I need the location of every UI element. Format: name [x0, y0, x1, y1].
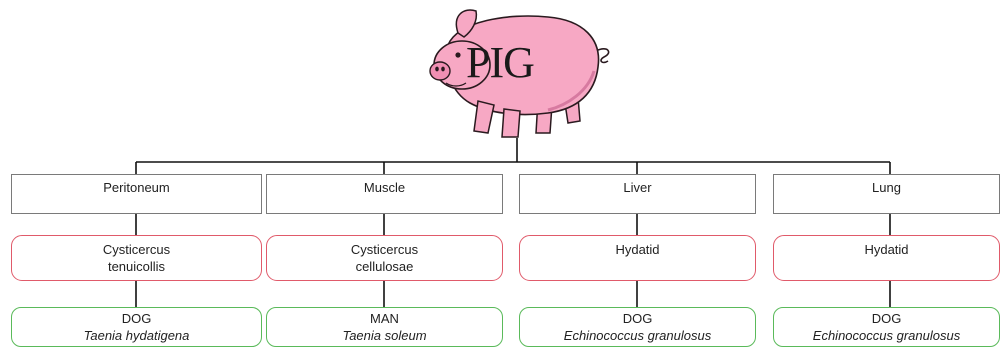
host-label: MAN [370, 311, 399, 326]
larva-label-line2: tenuicollis [107, 259, 166, 274]
host-label: DOG [871, 311, 902, 326]
host-box-muscle: MAN Taenia soleum [266, 307, 503, 347]
organ-box-liver: Liver [519, 174, 756, 214]
larva-label-line1: Hydatid [615, 242, 660, 257]
larva-label-line1: Hydatid [864, 242, 909, 257]
organ-label: Liver [623, 180, 652, 195]
larva-label-line1: Cysticercus [350, 242, 419, 257]
organ-box-muscle: Muscle [266, 174, 503, 214]
organ-box-peritoneum: Peritoneum [11, 174, 262, 214]
adult-species-label: Taenia hydatigena [83, 328, 190, 343]
organ-label: Muscle [363, 180, 406, 195]
adult-species-label: Echinococcus granulosus [563, 328, 712, 343]
larva-box-lung: Hydatid [773, 235, 1000, 281]
host-box-liver: DOG Echinococcus granulosus [519, 307, 756, 347]
pig-title: PIG [466, 38, 535, 87]
adult-species-label: Echinococcus granulosus [812, 328, 961, 343]
pig-illustration [418, 5, 618, 150]
host-box-lung: DOG Echinococcus granulosus [773, 307, 1000, 347]
larva-label-line2: cellulosae [355, 259, 414, 274]
host-label: DOG [121, 311, 152, 326]
host-label: DOG [622, 311, 653, 326]
organ-box-lung: Lung [773, 174, 1000, 214]
larva-box-peritoneum: Cysticercus tenuicollis [11, 235, 262, 281]
organ-label: Peritoneum [103, 180, 170, 195]
larva-box-liver: Hydatid [519, 235, 756, 281]
organ-label: Lung [872, 180, 901, 195]
adult-species-label: Taenia soleum [342, 328, 427, 343]
host-box-peritoneum: DOG Taenia hydatigena [11, 307, 262, 347]
larva-label-line1: Cysticercus [102, 242, 171, 257]
larva-box-muscle: Cysticercus cellulosae [266, 235, 503, 281]
